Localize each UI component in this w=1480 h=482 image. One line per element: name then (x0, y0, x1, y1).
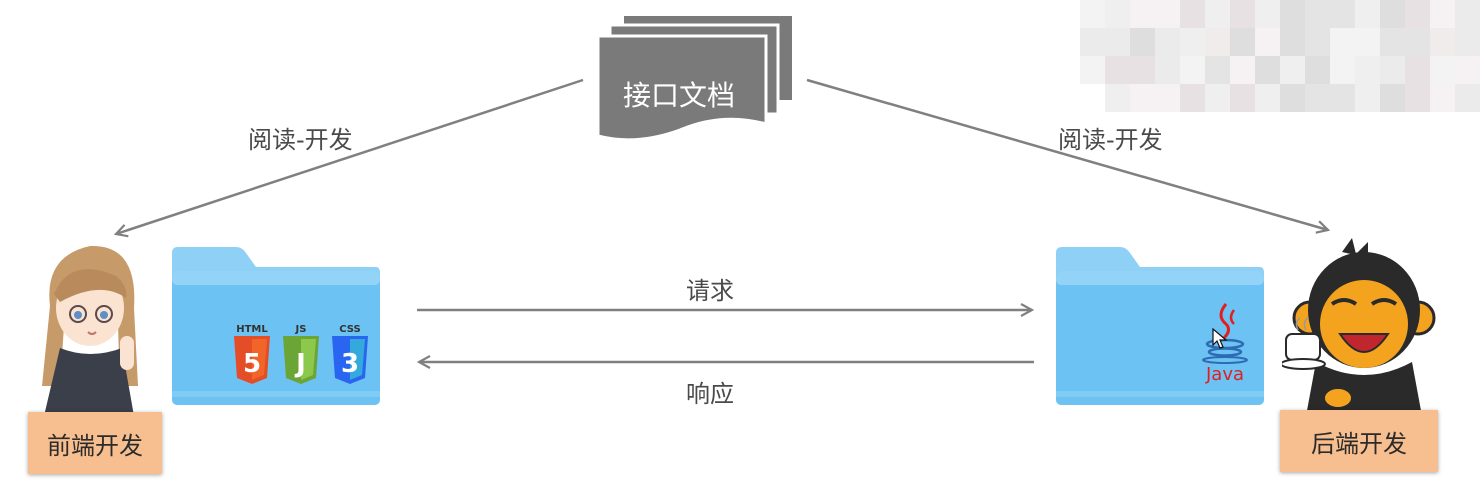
mosaic-cell (1155, 0, 1180, 28)
mosaic-cell (1130, 28, 1155, 56)
frontend-developer-avatar (42, 245, 138, 416)
mosaic-cell (1455, 0, 1480, 28)
mosaic-cell (1305, 28, 1330, 56)
arrow-doc-to-frontend (116, 78, 584, 234)
mosaic-cell (1080, 0, 1105, 28)
mosaic-cell (1305, 0, 1330, 28)
mosaic-cell (1205, 56, 1230, 84)
mosaic-cell (1430, 28, 1455, 56)
label-read-dev-right: 阅读-开发 (1058, 126, 1163, 154)
frontend-tech-logos: HTML 5 JS J CSS 3 (234, 324, 368, 384)
mosaic-cell (1205, 28, 1230, 56)
mosaic-cell (1155, 28, 1180, 56)
mosaic-cell (1380, 0, 1405, 28)
mosaic-cell (1180, 28, 1205, 56)
label-request: 请求 (686, 277, 734, 305)
mosaic-cell (1130, 84, 1155, 112)
mosaic-cell (1230, 28, 1255, 56)
mosaic-cell (1230, 56, 1255, 84)
arrow-doc-to-backend (806, 78, 1328, 230)
mosaic-cell (1205, 0, 1230, 28)
backend-developer-avatar (1282, 238, 1436, 416)
mosaic-cell (1330, 0, 1355, 28)
javascript-icon: JS J (283, 324, 319, 384)
mosaic-cell (1180, 84, 1205, 112)
mosaic-cell (1155, 84, 1180, 112)
document-stack-icon (596, 16, 792, 142)
mosaic-cell (1455, 56, 1480, 84)
mosaic-cell (1255, 56, 1280, 84)
svg-text:5: 5 (243, 349, 261, 379)
mosaic-cell (1255, 28, 1280, 56)
mosaic-cell (1255, 84, 1280, 112)
mosaic-cell (1330, 56, 1355, 84)
mosaic-cell (1455, 84, 1480, 112)
backend-developer-tag: 后端开发 (1280, 410, 1438, 472)
backend-folder-icon (1056, 247, 1264, 405)
mosaic-cell (1105, 56, 1130, 84)
mouse-cursor-icon (1212, 328, 1228, 349)
mosaic-cell (1430, 84, 1455, 112)
mosaic-cell (1180, 56, 1205, 84)
mosaic-cell (1080, 84, 1105, 112)
mosaic-cell (1405, 28, 1430, 56)
svg-text:J: J (294, 349, 306, 379)
svg-text:3: 3 (341, 349, 359, 379)
mosaic-cell (1305, 56, 1330, 84)
mosaic-cell (1130, 0, 1155, 28)
mosaic-cell (1355, 0, 1380, 28)
coffee-cup-icon (1282, 317, 1326, 370)
frontend-folder-icon (172, 247, 380, 405)
mosaic-cell (1330, 84, 1355, 112)
mosaic-cell (1230, 84, 1255, 112)
mosaic-cell (1105, 0, 1130, 28)
mosaic-cell (1130, 56, 1155, 84)
mosaic-cell (1230, 0, 1255, 28)
html5-icon: HTML 5 (234, 324, 270, 384)
svg-text:HTML: HTML (236, 324, 268, 335)
java-cup-icon (1202, 303, 1248, 364)
mosaic-cell (1380, 84, 1405, 112)
mosaic-cell (1355, 84, 1380, 112)
mosaic-cell (1105, 84, 1130, 112)
java-logo-text: Java (1205, 364, 1244, 384)
mosaic-cell (1355, 28, 1380, 56)
mosaic-cell (1405, 56, 1430, 84)
mosaic-cell (1280, 56, 1305, 84)
css3-icon: CSS 3 (332, 324, 368, 384)
mosaic-cell (1280, 0, 1305, 28)
mosaic-cell (1405, 0, 1430, 28)
mosaic-cell (1305, 84, 1330, 112)
mosaic-cell (1205, 84, 1230, 112)
mosaic-cell (1280, 84, 1305, 112)
mosaic-cell (1105, 28, 1130, 56)
mosaic-cell (1455, 28, 1480, 56)
mosaic-cell (1080, 28, 1105, 56)
mosaic-cell (1430, 56, 1455, 84)
mosaic-cell (1355, 56, 1380, 84)
mosaic-cell (1080, 56, 1105, 84)
mosaic-cell (1380, 56, 1405, 84)
mosaic-cell (1155, 56, 1180, 84)
pixelated-watermark (1080, 0, 1480, 112)
svg-text:CSS: CSS (339, 324, 360, 335)
api-document-stack: 接口文档 (596, 14, 796, 144)
label-read-dev-left: 阅读-开发 (248, 126, 353, 154)
mosaic-cell (1330, 28, 1355, 56)
java-logo: Java (1202, 303, 1248, 384)
mosaic-cell (1180, 0, 1205, 28)
mosaic-cell (1430, 0, 1455, 28)
svg-text:JS: JS (295, 324, 307, 335)
mosaic-cell (1380, 28, 1405, 56)
mosaic-cell (1255, 0, 1280, 28)
frontend-developer-tag: 前端开发 (28, 412, 162, 474)
mosaic-cell (1280, 28, 1305, 56)
mosaic-cell (1405, 84, 1430, 112)
label-response: 响应 (686, 380, 734, 408)
doc-title: 接口文档 (622, 79, 735, 112)
